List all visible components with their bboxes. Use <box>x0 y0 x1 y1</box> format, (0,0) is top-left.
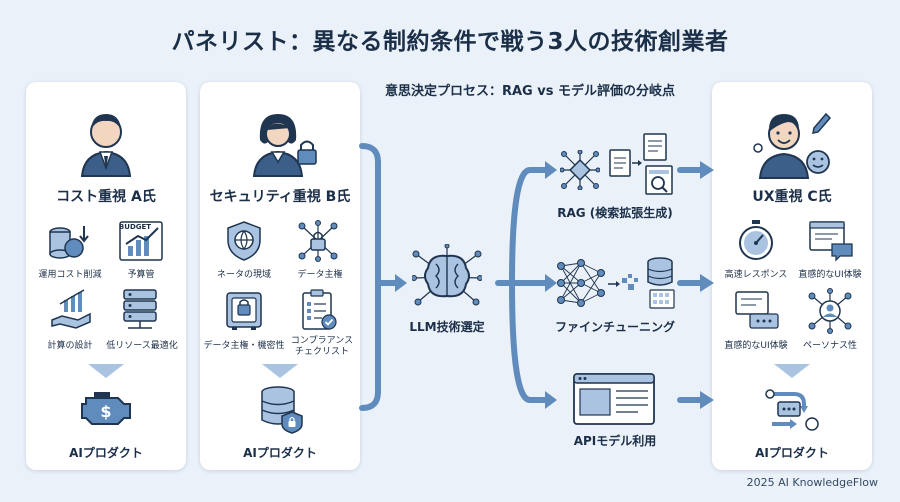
chat-window-icon <box>809 221 853 262</box>
branch-api-label: APIモデル利用 <box>573 434 657 448</box>
item-a-1: 運用コスト削減 <box>38 270 102 280</box>
arrowhead-out-finetune <box>700 274 714 292</box>
bracket-b <box>359 143 381 411</box>
rag-network-icon <box>560 150 600 190</box>
item-c-3: 直感的なUI体験 <box>724 341 788 351</box>
user-network-icon <box>808 288 852 334</box>
neural-net-icon <box>557 259 605 307</box>
footer-credit: 2025 AI KnowledgeFlow <box>746 476 878 489</box>
arrowhead-finetune <box>545 274 557 292</box>
page-title: パネリスト：異なる制約条件で戦う3人の技術創業者 <box>171 29 729 55</box>
item-a-2: 予算管 <box>127 270 155 280</box>
branch-api <box>509 280 548 403</box>
item-c-1: 高速レスポンス <box>724 270 788 280</box>
arrowhead-out-rag <box>700 161 714 179</box>
branch-rag-label: RAG (検索拡張生成) <box>557 206 673 220</box>
item-b-1: ネータの現域 <box>216 270 271 280</box>
chevron-c <box>774 364 810 378</box>
founder-a-name: コスト重視 A氏 <box>56 189 156 205</box>
process-subtitle: 意思決定プロセス：RAG vs モデル評価の分岐点 <box>384 84 675 99</box>
arrowhead-center <box>395 274 407 292</box>
chevron-a <box>88 364 124 378</box>
chevron-b <box>262 364 298 378</box>
api-window-icon <box>573 373 655 425</box>
stopwatch-icon <box>739 220 773 260</box>
arrowhead-api <box>545 391 557 409</box>
data-training-icon <box>608 257 675 309</box>
smiling-person-icon <box>753 112 832 179</box>
chat-bubbles-icon <box>735 291 779 329</box>
arrowhead-out-api <box>700 391 714 409</box>
database-shield-icon <box>261 386 303 434</box>
lock-network-icon <box>298 220 338 262</box>
server-stack-icon <box>123 289 157 329</box>
item-b-3: データ主権・機密性 <box>203 341 285 351</box>
budget-chart-icon <box>119 221 163 261</box>
item-b-4: コンプラアンス チェクリスト <box>290 336 354 357</box>
safe-icon <box>226 292 262 330</box>
flow-connect-icon <box>765 389 819 431</box>
brain-network-icon <box>412 244 482 306</box>
engine-dollar-icon: $ <box>81 392 131 425</box>
center-label: LLM技術選定 <box>409 320 485 334</box>
branch-finetune-label: ファインチューニング <box>554 320 675 334</box>
businessman-icon <box>80 114 132 177</box>
arrowhead-rag <box>545 161 557 179</box>
item-a-3: 計算の設計 <box>47 341 93 351</box>
shield-globe-icon <box>227 221 261 261</box>
founder-b-product: AIプロダクト <box>243 446 317 460</box>
item-a-4: 低リソース最適化 <box>106 341 178 351</box>
clipboard-check-icon <box>302 289 337 330</box>
branch-rag <box>509 167 548 286</box>
documents-search-icon <box>609 133 673 195</box>
item-c-4: ペーソナス性 <box>802 341 857 351</box>
coins-icon <box>49 226 89 259</box>
svg-text:$: $ <box>100 402 111 421</box>
budget-label: BUDGET <box>118 223 152 231</box>
hand-chart-icon <box>51 289 91 329</box>
businesswoman-lock-icon <box>252 114 317 177</box>
founder-a-product: AIプロダクト <box>69 446 143 460</box>
founder-c-product: AIプロダクト <box>755 446 829 460</box>
item-c-2: 直感的なUI体験 <box>798 270 862 280</box>
item-b-2: データ主権 <box>297 270 343 280</box>
founder-b-name: セキュリティ重視 B氏 <box>209 189 351 205</box>
founder-c-name: UX重視 C氏 <box>752 189 832 205</box>
